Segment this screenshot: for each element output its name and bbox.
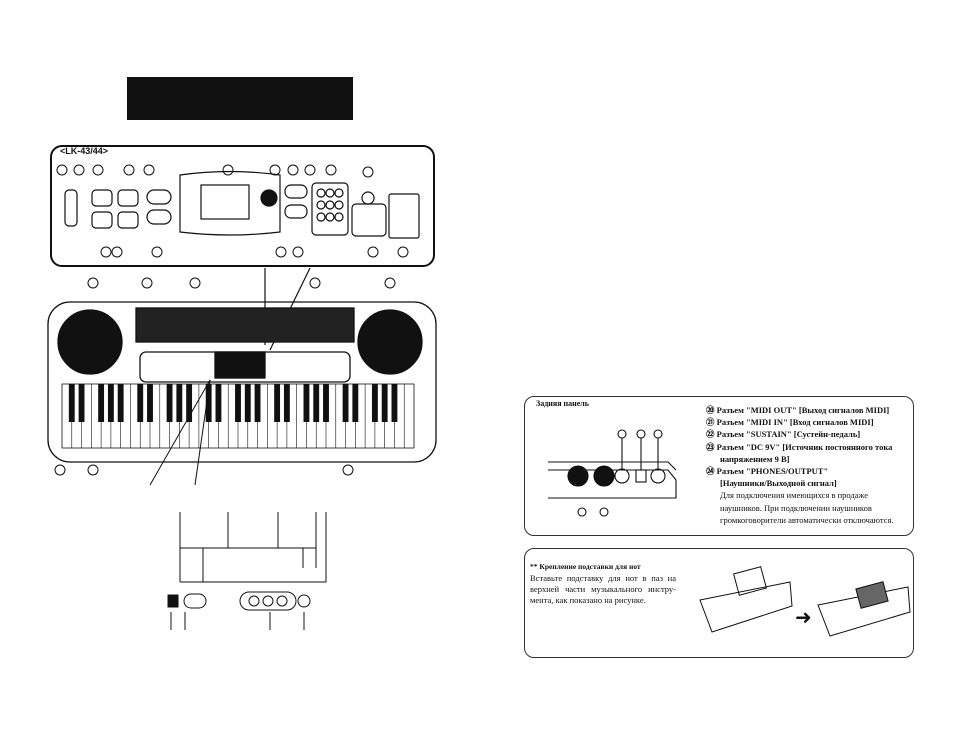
jack-item: ㉑ Разъем "MIDI IN" [Вход сигналов MIDI] bbox=[706, 417, 874, 428]
jack-item-cont: [Наушники/Выходной сигнал] bbox=[720, 478, 837, 489]
music-stand-title: ** Крепление подставки для нот bbox=[530, 562, 641, 571]
jack-item: ㉔ Разъем "PHONES/OUTPUT" bbox=[706, 466, 829, 477]
arrow-right-icon: ➜ bbox=[795, 605, 812, 629]
jack-item: ⑳ Разъем "MIDI OUT" [Выход сигналов MIDI… bbox=[706, 405, 890, 415]
control-panel-callouts bbox=[56, 164, 409, 258]
music-stand-illustrations bbox=[699, 566, 911, 637]
jack-item: ㉒ Разъем "SUSTAIN" [Сустейн-педаль] bbox=[706, 429, 861, 440]
back-panel-box bbox=[524, 396, 914, 536]
keyboard-callouts bbox=[54, 277, 396, 486]
back-panel-description: ⑳ Разъем "MIDI OUT" [Выход сигналов MIDI… bbox=[706, 404, 908, 526]
control-panel-diagram bbox=[50, 145, 435, 267]
model-label: <LK-43/44> bbox=[60, 146, 109, 156]
white-key-lines bbox=[71, 384, 405, 448]
keyboard-body bbox=[47, 301, 437, 463]
back-panel-jacks bbox=[548, 429, 677, 517]
bracket-diagram bbox=[167, 512, 327, 630]
note-line: громкоговорители автоматически отключают… bbox=[720, 514, 894, 525]
title-bar bbox=[127, 77, 353, 120]
jack-item: ㉓ Разъем "DC 9V" [Источник постоянного т… bbox=[706, 441, 893, 452]
note-line: наушников. При подключении наушников bbox=[720, 502, 872, 513]
note-line: Для подключения имеющихся в продаже bbox=[720, 490, 869, 501]
music-stand-text: Вставьте подставку для нот в паз на верх… bbox=[530, 573, 676, 605]
back-panel-title: Задняя панель bbox=[536, 399, 590, 408]
jack-item-cont: напряжением 9 В] bbox=[720, 453, 790, 464]
music-stand-box bbox=[524, 548, 914, 658]
